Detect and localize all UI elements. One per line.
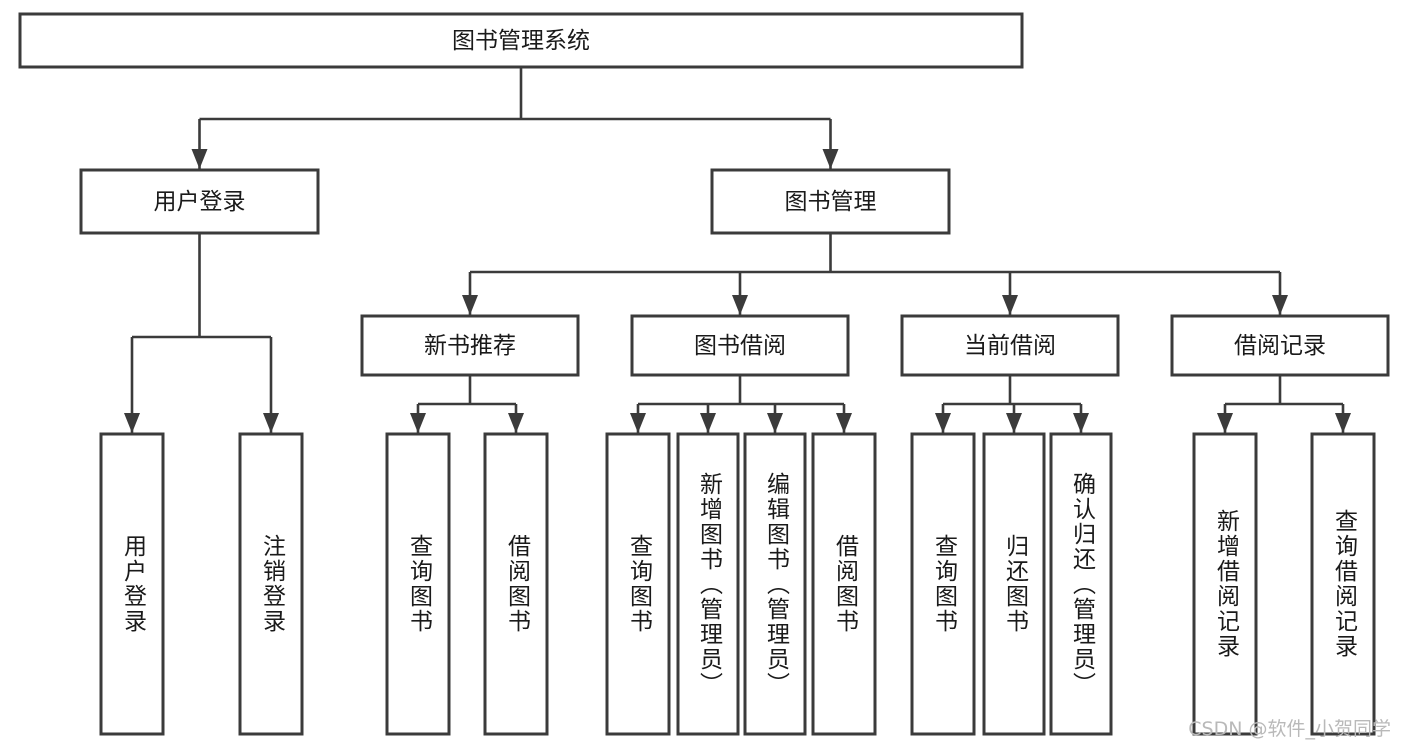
node-box-root[interactable] [18,12,1024,69]
book-borrow-to-leaves-arrow-0 [630,413,646,433]
borrow-record-to-leaves-arrow-1 [1335,413,1351,433]
node-box-leaf-query-book-borrow[interactable] [605,432,671,736]
node-box-leaf-query-book-recommend[interactable] [385,432,451,736]
node-box-leaf-query-book-current[interactable] [910,432,976,736]
borrow-record-to-leaves-arrow-0 [1217,413,1233,433]
node-box-leaf-add-borrow-record[interactable] [1192,432,1258,736]
node-box-book-borrow[interactable] [630,314,850,377]
new-book-recommend-to-leaves-arrow-1 [508,413,524,433]
node-box-new-book-recommend[interactable] [360,314,580,377]
node-box-leaf-edit-book-admin[interactable] [743,432,807,736]
new-book-recommend-to-leaves-arrow-0 [410,413,426,433]
watermark-text: CSDN @软件_小贺同学 [1188,718,1391,740]
userlogin-to-leaves-arrow-1 [263,413,279,433]
node-box-leaf-add-book-admin[interactable] [676,432,740,736]
bookmgmt-to-l3-arrow-0 [462,295,478,315]
root-to-l2-arrow-1 [822,149,839,169]
connectors-layer [124,67,1351,433]
bookmgmt-to-l3-arrow-2 [1002,295,1018,315]
node-box-borrow-record[interactable] [1170,314,1390,377]
node-label-new-book-recommend: 新书推荐 [424,333,516,359]
book-borrow-to-leaves-arrow-2 [767,413,783,433]
node-box-book-management[interactable] [710,168,951,235]
node-box-leaf-confirm-return-admin[interactable] [1049,432,1113,736]
node-label-current-borrow: 当前借阅 [964,333,1056,359]
node-box-current-borrow[interactable] [900,314,1120,377]
book-borrow-to-leaves-arrow-1 [700,413,716,433]
bookmgmt-to-l3-arrow-1 [732,295,748,315]
node-box-user-login[interactable] [79,168,320,235]
node-label-book-management: 图书管理 [785,189,877,215]
node-box-leaf-borrow-book[interactable] [811,432,877,736]
bookmgmt-to-l3-arrow-3 [1272,295,1288,315]
root-to-l2-arrow-0 [191,149,208,169]
node-box-leaf-return-book[interactable] [982,432,1046,736]
userlogin-to-leaves-arrow-0 [124,413,140,433]
current-borrow-to-leaves-arrow-2 [1073,413,1089,433]
current-borrow-to-leaves-arrow-1 [1006,413,1022,433]
node-box-leaf-user-login[interactable] [99,432,165,736]
current-borrow-to-leaves-arrow-0 [935,413,951,433]
node-label-root: 图书管理系统 [452,28,590,54]
node-label-user-login: 用户登录 [154,189,246,215]
node-box-leaf-borrow-book-recommend[interactable] [483,432,549,736]
node-label-borrow-record: 借阅记录 [1234,333,1326,359]
node-box-leaf-logout[interactable] [238,432,304,736]
book-borrow-to-leaves-arrow-3 [836,413,852,433]
node-box-leaf-query-borrow-record[interactable] [1310,432,1376,736]
node-label-book-borrow: 图书借阅 [694,333,786,359]
boxes-layer [18,12,1390,736]
